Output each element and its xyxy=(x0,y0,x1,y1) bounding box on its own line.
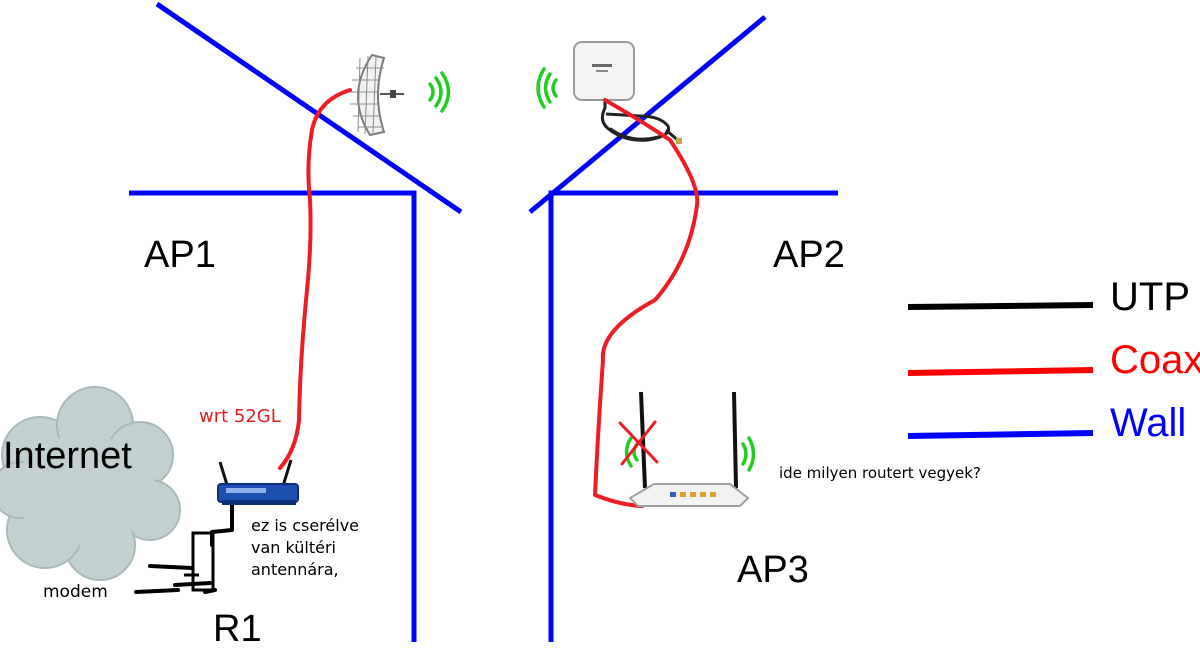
label-ap1: AP1 xyxy=(144,234,216,276)
utp-cable-r1-modem-1 xyxy=(148,564,194,570)
label-ap2: AP2 xyxy=(773,234,845,276)
wifi-router-icon xyxy=(217,459,299,505)
coax-cables xyxy=(278,88,700,508)
coax-cable-ap2 xyxy=(593,98,700,508)
utp-cable-modem xyxy=(134,588,180,594)
utp-cable-router-r1 xyxy=(210,498,234,547)
note-line: ez is cserélve xyxy=(251,516,359,535)
label-modem: modem xyxy=(43,582,108,602)
panel-antenna-icon xyxy=(573,41,682,144)
label-r1: R1 xyxy=(213,608,262,650)
note-line: antennára, xyxy=(251,560,339,579)
legend-line-coax xyxy=(907,367,1094,376)
note-line: van kültéri xyxy=(251,538,336,557)
legend-label-utp: UTP xyxy=(1110,275,1190,319)
note-outdoor-antenna: ez is cserélve van kültéri antennára, xyxy=(251,515,359,581)
legend-line-wall xyxy=(907,430,1094,439)
walls xyxy=(129,1,838,642)
legend-label-wall: Wall xyxy=(1110,401,1187,445)
modem-icon xyxy=(184,531,215,592)
wifi-signal-icon xyxy=(536,67,558,109)
label-ap3: AP3 xyxy=(737,549,809,591)
grid-dish-antenna-icon xyxy=(350,53,404,137)
legend-label-coax: Coax xyxy=(1110,338,1200,382)
wall-diagonal-right xyxy=(528,15,767,214)
label-internet: Internet xyxy=(3,435,132,477)
label-wrt: wrt 52GL xyxy=(199,406,281,427)
wall-diagonal-left xyxy=(155,1,463,215)
coax-cable-ap1 xyxy=(278,88,352,470)
question-text: ide milyen routert vegyek? xyxy=(779,464,981,482)
legend-line-utp xyxy=(907,302,1094,310)
wifi-signal-icon xyxy=(428,71,451,113)
red-x-icon xyxy=(618,420,659,466)
wall-left-room xyxy=(129,190,417,642)
wifi-router-icon xyxy=(628,391,750,507)
wall-right-room xyxy=(548,190,838,642)
wifi-signal-icon xyxy=(624,436,756,472)
legend-lines xyxy=(907,302,1094,439)
cloud-icon xyxy=(0,386,181,581)
